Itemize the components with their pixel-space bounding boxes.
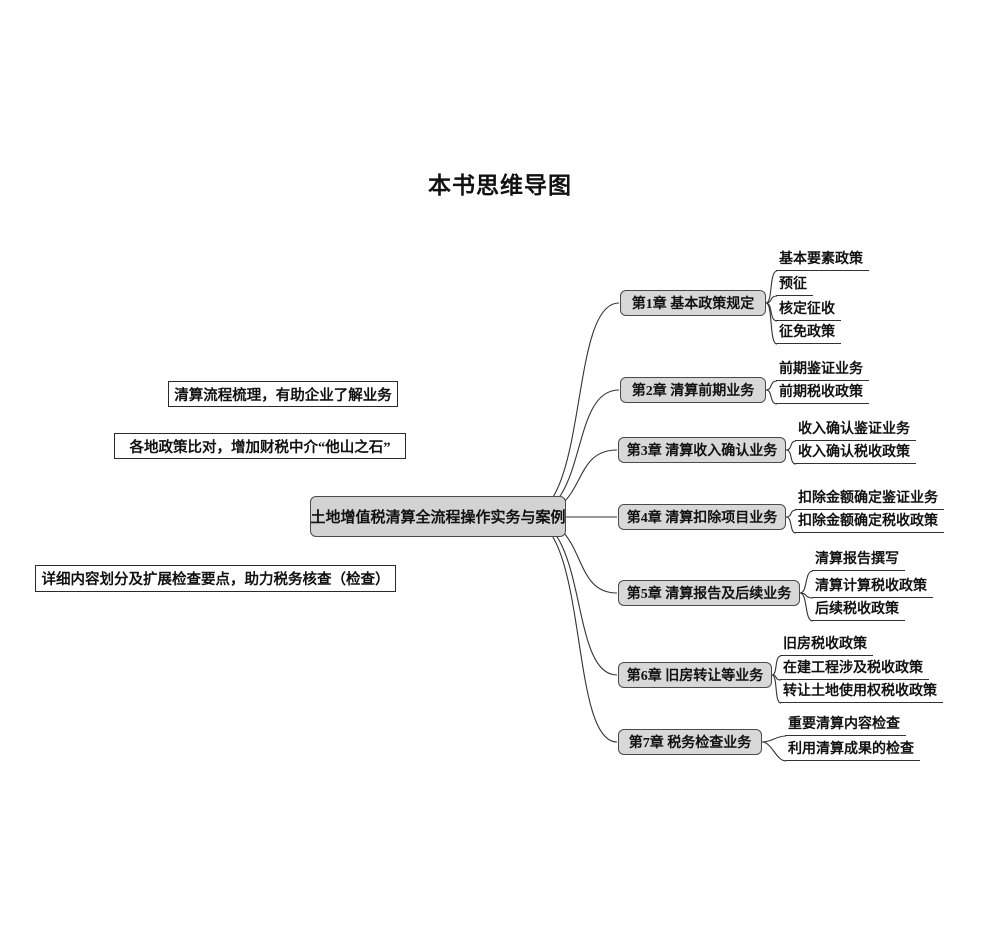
leaf-node: 旧房税收政策 xyxy=(780,637,873,656)
leaf-node: 收入确认鉴证业务 xyxy=(795,422,916,441)
leaf-node: 转让土地使用权税收政策 xyxy=(780,684,943,703)
branch-node-ch6: 第6章 旧房转让等业务 xyxy=(618,662,772,688)
leaf-node: 核定征收 xyxy=(776,302,841,321)
leaf-node: 基本要素政策 xyxy=(776,252,869,271)
leaf-node: 后续税收政策 xyxy=(812,602,905,621)
leaf-node: 清算报告撰写 xyxy=(812,552,905,571)
leaf-node: 收入确认税收政策 xyxy=(795,445,916,464)
note-box-policy-compare: 各地政策比对，增加财税中介“他山之石” xyxy=(114,433,406,459)
note-box-process: 清算流程梳理，有助企业了解业务 xyxy=(168,381,398,407)
leaf-node: 扣除金额确定税收政策 xyxy=(795,514,944,533)
note-box-inspection: 详细内容划分及扩展检查要点，助力税务核查（检查） xyxy=(35,565,396,592)
center-topic-node: 土地增值税清算全流程操作实务与案例 xyxy=(310,496,566,537)
leaf-node: 重要清算内容检查 xyxy=(785,717,906,736)
branch-node-ch5: 第5章 清算报告及后续业务 xyxy=(618,580,800,606)
leaf-node: 预征 xyxy=(776,277,813,296)
leaf-node: 清算计算税收政策 xyxy=(812,579,933,598)
leaf-node: 前期税收政策 xyxy=(776,385,869,404)
leaf-node: 利用清算成果的检查 xyxy=(785,742,920,761)
branch-node-ch7: 第7章 税务检查业务 xyxy=(618,729,762,755)
leaf-node: 征免政策 xyxy=(776,325,841,344)
branch-node-ch4: 第4章 清算扣除项目业务 xyxy=(618,504,786,530)
branch-node-ch2: 第2章 清算前期业务 xyxy=(620,377,766,403)
leaf-node: 前期鉴证业务 xyxy=(776,362,869,381)
leaf-node: 扣除金额确定鉴证业务 xyxy=(795,491,944,510)
branch-node-ch3: 第3章 清算收入确认业务 xyxy=(618,437,786,463)
leaf-node: 在建工程涉及税收政策 xyxy=(780,661,929,680)
branch-node-ch1: 第1章 基本政策规定 xyxy=(620,290,766,316)
page-title: 本书思维导图 xyxy=(428,173,572,198)
